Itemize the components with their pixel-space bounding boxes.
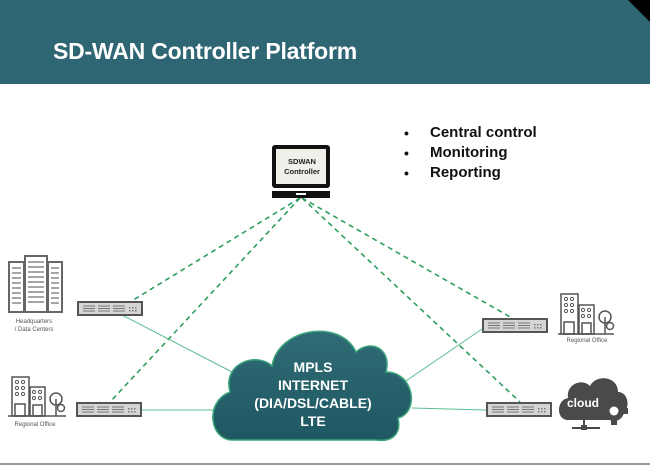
overlay-link-hq <box>129 197 301 303</box>
router-icon-hq <box>77 301 143 316</box>
wan-type-internet-detail: (DIA/DSL/CABLE) <box>254 395 372 411</box>
regional-office-right-label: Regional Office <box>566 338 608 344</box>
feature-list: •Central control •Monitoring •Reporting <box>404 123 537 183</box>
bullet-icon: • <box>404 125 409 141</box>
hq-label: Headquarters / Data Centers <box>14 319 54 333</box>
overlay-link-regional-left <box>109 197 301 403</box>
bullet-icon: • <box>404 145 409 161</box>
wan-type-mpls: MPLS <box>293 359 333 375</box>
office-building-icon-right <box>558 293 615 335</box>
overlay-link-cloud <box>301 197 521 403</box>
underlay-link-regional-right <box>399 326 486 386</box>
wan-cloud-label: MPLS INTERNET (DIA/DSL/CABLE) LTE <box>232 358 394 430</box>
feature-item: •Monitoring <box>404 144 508 161</box>
controller-label: SDWAN Controller <box>284 157 320 176</box>
page-title: SD-WAN Controller Platform <box>53 38 358 64</box>
controller-monitor-icon <box>272 145 330 198</box>
cloud-site-label: cloud <box>567 396 599 410</box>
overlay-link-regional-right <box>301 197 513 319</box>
underlay-link-cloud <box>411 407 487 411</box>
router-icon-regional-right <box>482 318 548 333</box>
data-center-icon <box>8 255 63 313</box>
bottom-divider <box>0 463 650 465</box>
feature-item: •Reporting <box>404 164 501 181</box>
wan-type-lte: LTE <box>300 413 326 429</box>
header-banner: SD-WAN Controller Platform <box>0 0 650 84</box>
feature-item: •Central control <box>404 124 537 141</box>
bullet-icon: • <box>404 165 409 181</box>
underlay-link-hq <box>121 314 233 373</box>
overlay-links <box>109 197 521 403</box>
wan-cloud-icon <box>212 330 413 442</box>
underlay-links <box>121 314 487 411</box>
corner-decoration <box>628 0 650 22</box>
router-icon-cloud <box>486 402 552 417</box>
office-building-icon-left <box>8 376 66 417</box>
router-icon-regional-left <box>76 402 142 417</box>
wan-type-internet: INTERNET <box>278 377 348 393</box>
cloud-gear-icon <box>559 378 628 430</box>
regional-office-left-label: Regional Office <box>14 422 56 428</box>
